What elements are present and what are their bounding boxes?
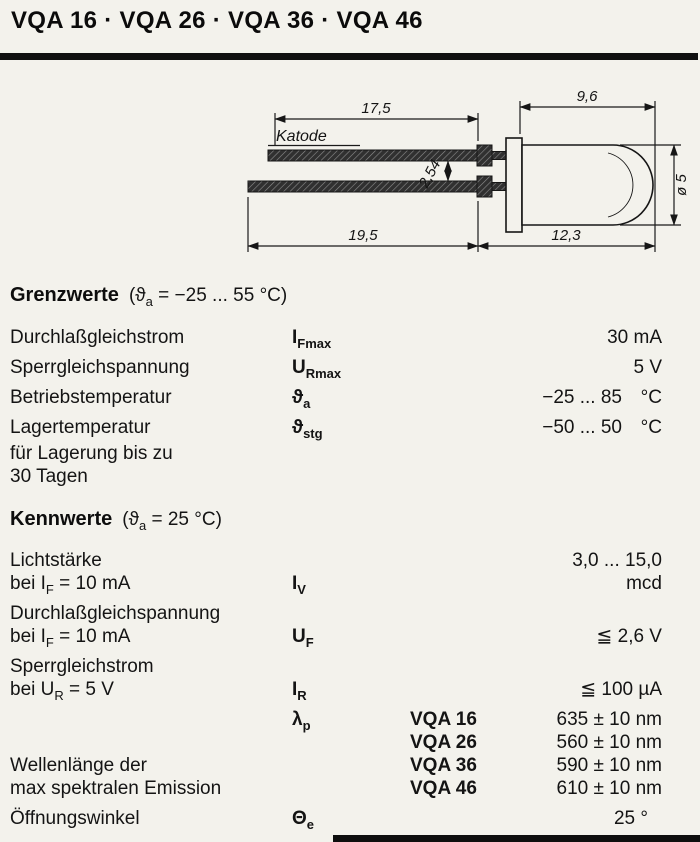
param-label: Wellenlänge der: [10, 755, 147, 776]
lead-post-top: [476, 144, 493, 167]
param-label: Lagertemperatur für Lagerung bis zu 30 T…: [10, 417, 173, 487]
variant-type: VQA 46: [410, 778, 477, 799]
param-symbol: λp: [292, 709, 311, 733]
param-condition: bei IF = 10 mA: [10, 573, 131, 597]
param-value: ≦ 100 µA: [580, 679, 662, 700]
table-row: Wellenlänge der max spektralen Emission …: [10, 708, 662, 800]
param-unit: °C: [640, 417, 662, 438]
variant-value: 635 ± 10 nm: [556, 709, 663, 730]
variant-type-list: VQA 16 VQA 26 VQA 36 VQA 46: [410, 708, 540, 800]
param-symbol: URmax: [292, 357, 342, 381]
variant-value: 590 ± 10 nm: [556, 755, 663, 776]
param-label: Sperrgleichspannung: [10, 357, 190, 378]
section-heading: Grenzwerte: [10, 284, 119, 306]
param-value: ≦ 2,6 V: [596, 626, 662, 647]
param-symbol: IFmax: [292, 327, 332, 351]
table-row: Sperrgleichstrom bei UR = 5 V IR ≦ 100 µ…: [10, 655, 662, 703]
param-unit: °C: [640, 387, 662, 408]
characteristics-table: Lichtstärke bei IF = 10 mA IV 3,0 ... 15…: [10, 549, 662, 832]
anode-lead: [247, 180, 479, 193]
led-package: [247, 137, 654, 233]
param-symbol: IV: [292, 573, 306, 597]
dim-bottom-right: 12,3: [551, 227, 581, 244]
section-heading: Kennwerte: [10, 508, 113, 530]
characteristics-section: Kennwerte (ϑa = 25 °C) Lichtstärke bei IF…: [10, 506, 662, 837]
title-rule: [0, 53, 698, 60]
param-label: Sperrgleichstrom: [10, 656, 154, 677]
package-dome: [521, 144, 654, 226]
variant-value: 610 ± 10 nm: [556, 778, 663, 799]
characteristics-heading-row: Kennwerte (ϑa = 25 °C): [10, 506, 662, 533]
katode-label: Katode: [276, 128, 327, 145]
lead-post-bottom: [476, 175, 493, 198]
param-value: 25 °: [613, 808, 648, 829]
param-label: Betriebstemperatur: [10, 387, 172, 408]
variant-type: VQA 26: [410, 732, 477, 753]
dim-body-top-right: 9,6: [577, 88, 599, 105]
param-symbol: UF: [292, 626, 314, 650]
dome-shading-line: [607, 152, 634, 218]
cathode-lead: [267, 149, 479, 162]
limits-table: Durchlaßgleichstrom IFmax 30 mA Sperrgle…: [10, 323, 662, 488]
param-label-line2: max spektralen Emission: [10, 778, 222, 799]
table-row: Lichtstärke bei IF = 10 mA IV 3,0 ... 15…: [10, 549, 662, 597]
led-package-drawing: Katode 17,5 9,6 2,54 ø 5 19,5 12,3: [247, 88, 690, 252]
table-row: Durchlaßgleichspannung bei IF = 10 mA UF…: [10, 602, 662, 650]
section-condition: (ϑa = 25 °C): [122, 509, 222, 533]
param-value: 30 mA: [607, 327, 662, 348]
page-title: VQA 16 · VQA 26 · VQA 36 · VQA 46: [11, 7, 423, 34]
lead-stub-bottom: [491, 182, 507, 191]
param-symbol: ϑa: [292, 387, 311, 411]
dimension-lines: [247, 101, 681, 252]
param-condition: bei IF = 10 mA: [10, 626, 131, 650]
param-label: Durchlaßgleichstrom: [10, 327, 185, 348]
param-symbol: IR: [292, 679, 307, 703]
param-label: Öffnungswinkel: [10, 808, 140, 829]
variant-type: VQA 16: [410, 709, 477, 730]
table-row: Öffnungswinkel Θe 25 °: [10, 807, 662, 832]
lead-stub-top: [491, 151, 507, 160]
param-symbol: Θe: [292, 808, 315, 832]
param-value: −50 ... 50: [542, 417, 622, 438]
param-value: 5 V: [633, 357, 662, 378]
param-symbol: ϑstg: [292, 417, 323, 441]
param-value: 3,0 ... 15,0 mcd: [572, 550, 662, 594]
param-value: −25 ... 85: [542, 387, 622, 408]
scan-edge-bar: [333, 835, 700, 842]
limits-section: Grenzwerte (ϑa = −25 ... 55 °C) Durchlaßg…: [10, 282, 662, 488]
dim-body-top-left: 17,5: [361, 100, 391, 117]
variant-type: VQA 36: [410, 755, 477, 776]
section-condition: (ϑa = −25 ... 55 °C): [128, 285, 288, 309]
param-condition: bei UR = 5 V: [10, 679, 114, 703]
param-label: Lichtstärke: [10, 550, 102, 571]
package-flange: [505, 137, 523, 233]
variant-value-list: 635 ± 10 nm 560 ± 10 nm 590 ± 10 nm 610 …: [540, 708, 663, 800]
dim-diameter: ø 5: [673, 174, 690, 196]
limits-heading-row: Grenzwerte (ϑa = −25 ... 55 °C): [10, 282, 662, 309]
dim-bottom-left: 19,5: [348, 227, 378, 244]
variant-value: 560 ± 10 nm: [556, 732, 663, 753]
param-label: Durchlaßgleichspannung: [10, 603, 221, 624]
